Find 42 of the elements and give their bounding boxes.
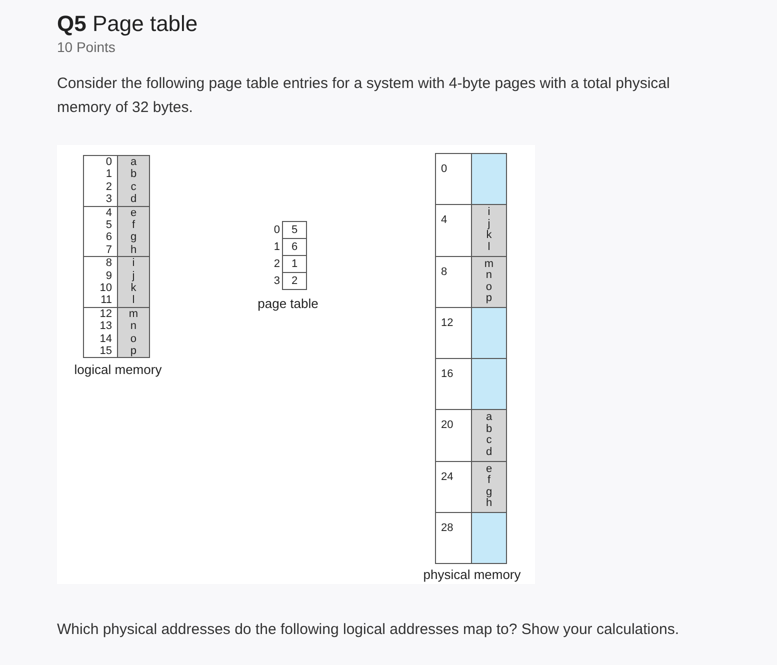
- memory-page: [84, 206, 149, 258]
- question-title: Q5 Page table: [57, 11, 198, 37]
- memory-page: [84, 156, 149, 207]
- frame-contents: i j k l: [486, 207, 492, 254]
- frame-address: 24: [441, 470, 454, 482]
- frame-contents: a b c d: [486, 412, 492, 459]
- frame-address: 28: [441, 522, 454, 534]
- page-table-entry: 1: [282, 255, 307, 273]
- frame-address: 16: [441, 368, 454, 380]
- address-numbers: 12 13 14 15: [100, 308, 112, 358]
- frame-address: 8: [441, 266, 448, 278]
- frame-address: 0: [441, 163, 448, 175]
- page-index: 1: [274, 240, 280, 254]
- page-table-entry: 6: [282, 238, 307, 256]
- question-text: Consider the following page table entries for a system with 4-byte pages with a total physical memory of 32 bytes.: [57, 74, 671, 118]
- memory-frame: [436, 205, 506, 256]
- memory-frame: [436, 256, 506, 308]
- page-table-entry: 5: [282, 221, 307, 239]
- frame-contents: m n o p: [484, 258, 494, 305]
- frame-contents: e f g h: [486, 464, 492, 510]
- page-contents: m n o p: [128, 308, 138, 358]
- address-numbers: 8 9 10 11: [100, 257, 112, 307]
- points-label: 10 Points: [57, 39, 116, 55]
- address-numbers: 0 1 2 3: [106, 156, 112, 206]
- page-index: 2: [274, 258, 280, 270]
- address-numbers: 4 5 6 7: [106, 206, 112, 256]
- memory-frame: [436, 462, 506, 513]
- page-table-entry: 2: [282, 272, 307, 290]
- table-caption: physical memory: [422, 567, 522, 582]
- frame-address: 12: [441, 316, 454, 329]
- frame-address: 4: [441, 214, 448, 226]
- memory-frame: [436, 308, 506, 359]
- frame-address: 20: [441, 419, 454, 432]
- memory-frame: [436, 359, 506, 410]
- table-caption: logical memory: [73, 362, 163, 377]
- table-caption: page table: [256, 296, 320, 311]
- page-index: 3: [274, 274, 280, 288]
- memory-frame: [436, 410, 506, 462]
- question-text: Which physical addresses do the following logical addresses map to? Show your calculations.: [57, 620, 680, 640]
- page-index: 0: [274, 224, 280, 236]
- memory-page: [84, 257, 149, 308]
- memory-frame: [436, 154, 506, 206]
